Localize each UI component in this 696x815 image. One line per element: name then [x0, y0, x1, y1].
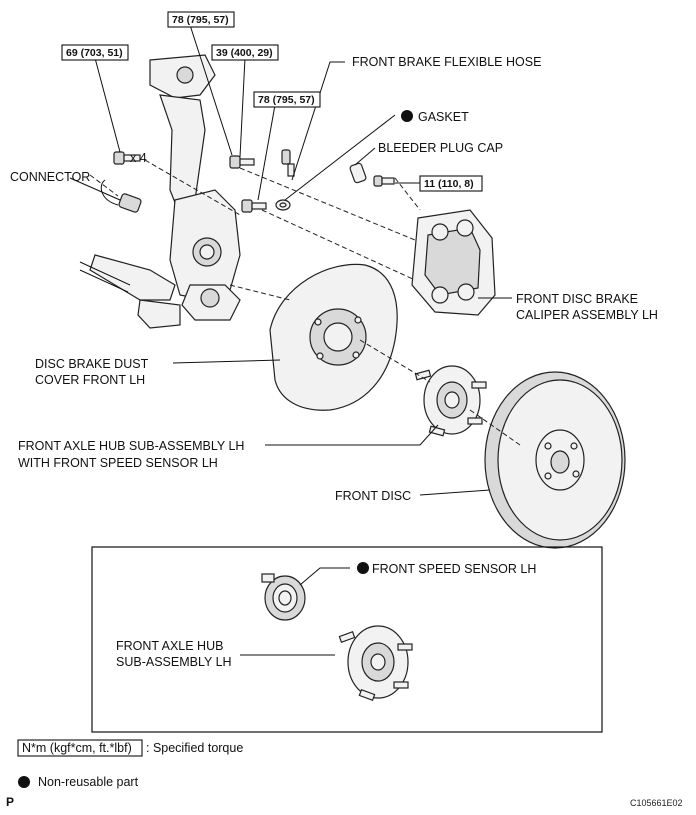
gasket-label: GASKET [418, 110, 469, 124]
inset-hub-label-line2: SUB-ASSEMBLY LH [116, 655, 232, 669]
figure-code: C105661E02 [630, 798, 683, 808]
torque-box-69: 69 (703, 51) [61, 44, 129, 61]
torque-11-text: 11 (110, 8) [424, 178, 474, 190]
bleeder-plug-cap-part [349, 162, 367, 184]
times-four-label: x 4 [130, 151, 147, 165]
non-reusable-mark-gasket [401, 110, 413, 122]
front-disc-part [484, 371, 626, 549]
torque-78-top-text: 78 (795, 57) [172, 14, 229, 26]
caliper-label-line2: CALIPER ASSEMBLY LH [516, 308, 658, 322]
dust-cover-part [269, 263, 398, 411]
bleeder-plug-part [373, 175, 395, 187]
front-disc-label: FRONT DISC [335, 489, 411, 503]
torque-box-11: 11 (110, 8) [419, 175, 483, 192]
torque-39-text: 39 (400, 29) [216, 47, 273, 59]
legend-non-reusable-text: Non-reusable part [38, 775, 139, 789]
torque-78-mid-text: 78 (795, 57) [258, 94, 315, 106]
dust-cover-label-line2: COVER FRONT LH [35, 373, 145, 387]
legend: N*m (kgf*cm, ft.*lbf) : Specified torque… [17, 739, 243, 789]
inset-hub-label-line1: FRONT AXLE HUB [116, 639, 223, 653]
dust-cover-label-line1: DISC BRAKE DUST [35, 357, 149, 371]
torque-box-78-mid: 78 (795, 57) [253, 91, 321, 108]
bleeder-plug-cap-label: BLEEDER PLUG CAP [378, 141, 503, 155]
flexible-hose-label: FRONT BRAKE FLEXIBLE HOSE [352, 55, 541, 69]
non-reusable-mark-sensor [357, 562, 369, 574]
torque-69-text: 69 (703, 51) [66, 47, 123, 59]
steering-knuckle-assembly [79, 54, 241, 329]
axle-hub-part [414, 365, 487, 437]
knuckle-bolt [113, 151, 141, 165]
legend-non-reusable-icon [18, 776, 30, 788]
speed-sensor-label: FRONT SPEED SENSOR LH [372, 562, 536, 576]
caliper-bolt-upper [229, 155, 255, 169]
inset-axle-hub-part [338, 625, 413, 701]
inset-panel: FRONT SPEED SENSOR LH FRONT AXLE HUB SUB… [91, 546, 603, 733]
gasket-part [275, 199, 291, 211]
hub-label-line2: WITH FRONT SPEED SENSOR LH [18, 456, 218, 470]
legend-torque-text: : Specified torque [146, 741, 243, 755]
legend-torque-unit: N*m (kgf*cm, ft.*lbf) [22, 741, 132, 755]
caliper-assembly-part [411, 209, 496, 316]
dust-cover-bolt [281, 149, 295, 177]
caliper-label-line1: FRONT DISC BRAKE [516, 292, 638, 306]
torque-box-39: 39 (400, 29) [211, 44, 279, 61]
torque-box-78-top: 78 (795, 57) [167, 11, 235, 28]
caliper-bolt-lower [241, 199, 267, 213]
connector-part [118, 193, 142, 213]
hub-label-line1: FRONT AXLE HUB SUB-ASSEMBLY LH [18, 439, 244, 453]
speed-sensor-part [261, 573, 306, 621]
connector-label: CONNECTOR [10, 170, 90, 184]
page-mark: P [6, 795, 14, 809]
